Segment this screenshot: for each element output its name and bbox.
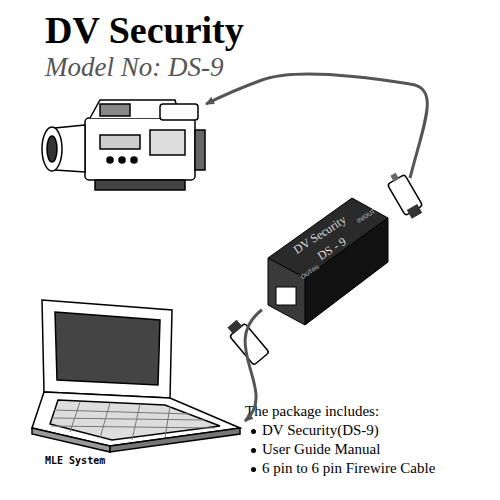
plug-tip (227, 320, 242, 335)
camcorder-base (95, 180, 185, 190)
firewire-plug (384, 169, 425, 221)
package-item: 6 pin to 6 pin Firewire Cable (262, 460, 435, 477)
camcorder-side (150, 130, 185, 155)
diagram-title: DV Security (45, 8, 244, 52)
firewire-cable (245, 310, 262, 421)
firewire-plug (224, 317, 269, 365)
camcorder-button (131, 157, 137, 163)
laptop-front (32, 428, 110, 452)
camcorder-lens-glass (47, 136, 57, 162)
laptop-front (110, 428, 240, 452)
firewire-cable (206, 74, 427, 178)
camcorder-drawing (42, 100, 205, 190)
bullet-dot (251, 467, 256, 472)
nle-laptop: MLE System (25, 295, 245, 470)
camcorder-button (107, 157, 113, 163)
firewire-port (276, 287, 296, 305)
ds9-device: DV SecurityDS - 9IN/OUTOUT/IN (262, 195, 392, 330)
camcorder-mic (100, 104, 130, 116)
package-item: DV Security(DS-9) (262, 422, 379, 439)
box-end (268, 258, 305, 325)
camcorder-lens (42, 127, 62, 171)
package-heading: The package includes: (245, 403, 379, 420)
system-label: MLE System (45, 455, 105, 466)
camcorder-panel (100, 135, 140, 149)
model-number: Model No: DS-9 (45, 52, 223, 83)
package-item: User Guide Manual (262, 441, 380, 458)
camcorder-body (85, 118, 195, 180)
bullet-dot (251, 448, 256, 453)
plug-strain-relief (390, 173, 399, 182)
camcorder-battery (195, 130, 205, 170)
camcorder-button (119, 157, 125, 163)
bullet-dot (251, 429, 256, 434)
laptop-screen (55, 312, 160, 385)
laptop-lid (42, 300, 172, 398)
plug-tip (407, 204, 422, 219)
camcorder-viewfinder (160, 104, 198, 120)
laptop-drawing (25, 295, 245, 470)
